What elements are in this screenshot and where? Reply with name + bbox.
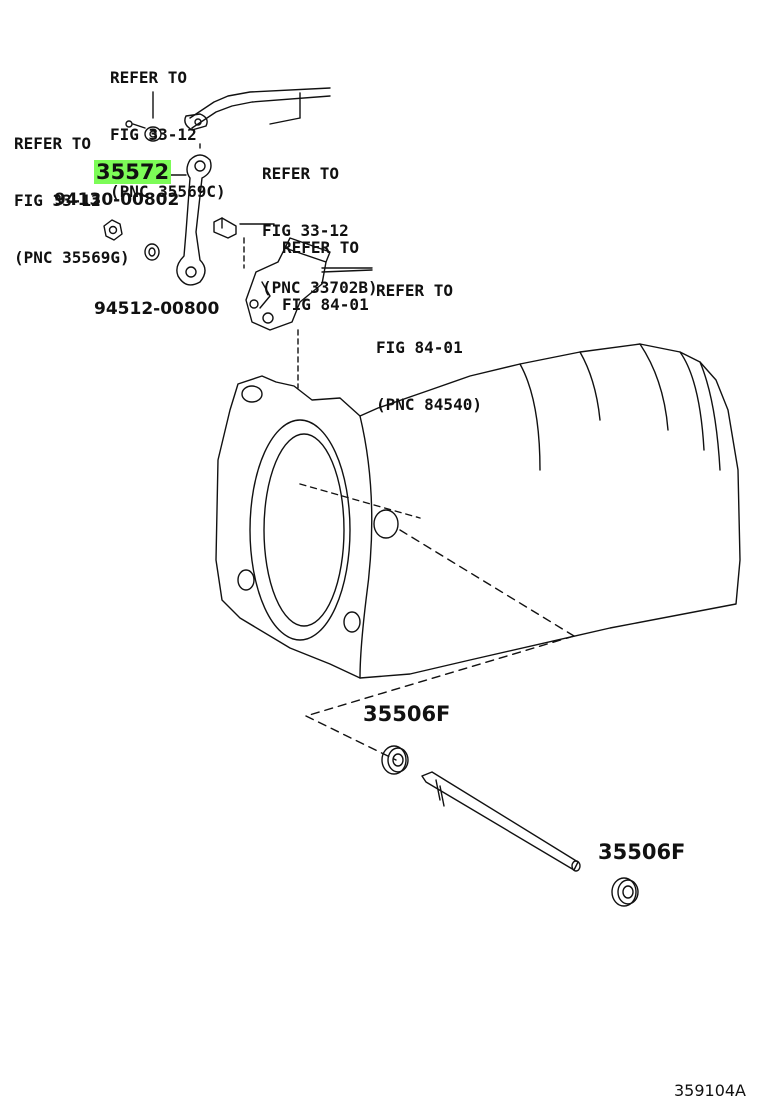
shaft-part (421, 771, 581, 872)
shift-lever (176, 139, 212, 286)
part-number-nut: 94130-00802 (54, 190, 180, 210)
part-number-seal-2: 35506F (598, 840, 686, 864)
highlight-marker[interactable]: 35572 (94, 160, 172, 184)
bushing-part (125, 91, 162, 142)
bolt-part (213, 217, 245, 269)
figure-number: 359104A (673, 1081, 746, 1100)
part-number-washer: 94512-00800 (94, 299, 220, 319)
part-number-seal-1: 35506F (363, 702, 451, 726)
reference-label-35569g: REFER TO FIG 33-12 (PNC 35569G) (14, 134, 130, 267)
reference-label-35569c: REFER TO FIG 33-12 (PNC 35569C) (110, 68, 226, 201)
neutral-start-switch (245, 237, 373, 389)
reference-label-84540: REFER TO FIG 84-01 (PNC 84540) (376, 281, 482, 414)
nut-part (103, 219, 123, 241)
washer-part (144, 243, 160, 261)
reference-label-84-01: REFER TO FIG 84-01 (282, 238, 369, 314)
seal-part-1 (381, 745, 409, 775)
seal-part-2 (611, 877, 639, 907)
transmission-housing (215, 343, 741, 761)
part-number-highlighted[interactable]: 35572 (94, 160, 172, 184)
control-rod (184, 87, 331, 131)
reference-label-33702b: REFER TO FIG 33-12 (PNC 33702B) (262, 164, 378, 297)
